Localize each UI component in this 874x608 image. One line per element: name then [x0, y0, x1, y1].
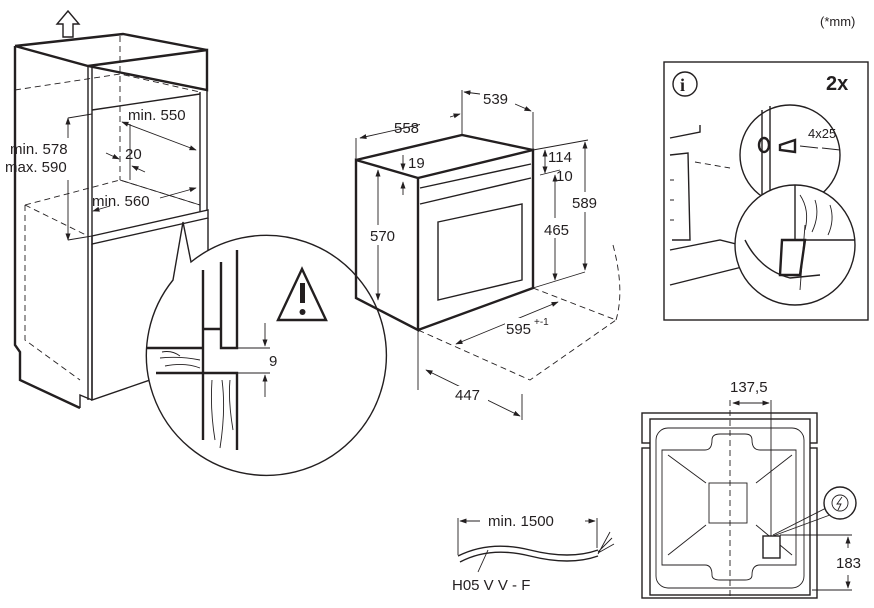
oven-view: 558 539 19 114 10 570 465 589 595 +-1 44…: [354, 88, 621, 420]
warning-triangle-icon: [276, 266, 328, 322]
door-swing-label: 447: [455, 387, 480, 404]
rear-view: 137,5 183: [641, 379, 861, 600]
cable: min. 1500 H05 V V - F: [452, 513, 615, 594]
screw-size-label: 4x25: [808, 126, 836, 141]
top-panel-label: 19: [408, 155, 425, 172]
cavity-height-label: 465: [544, 222, 569, 239]
min-depth-label: min. 550: [128, 107, 186, 124]
cable-length-label: min. 1500: [488, 513, 554, 530]
detail-circle: 9: [145, 221, 388, 477]
fixing-panel: i 2x 4x25: [663, 61, 869, 321]
svg-text:i: i: [680, 75, 685, 95]
width-label: 595: [506, 321, 531, 338]
quantity-label: 2x: [826, 73, 848, 95]
depth-total-label: 558: [394, 120, 419, 137]
vent-gap-label: 20: [125, 146, 142, 163]
min-height-label: min. 578: [10, 141, 68, 158]
cable-type-label: H05 V V - F: [452, 577, 530, 594]
offset-x-label: 137,5: [730, 379, 768, 396]
units-note: (*mm): [820, 14, 855, 29]
width-tolerance-label: +-1: [534, 317, 549, 328]
body-height-label: 570: [370, 228, 395, 245]
panel-gap-label: 10: [556, 168, 573, 185]
min-width-label: min. 560: [92, 193, 150, 210]
gap-label: 9: [269, 353, 277, 370]
panel-height-label: 114: [548, 149, 572, 166]
front-height-label: 589: [572, 195, 597, 212]
depth-body-label: 539: [483, 91, 508, 108]
info-icon: i: [672, 71, 698, 97]
arrow-up-icon: [55, 9, 81, 38]
max-height-label: max. 590: [5, 159, 67, 176]
offset-y-label: 183: [836, 555, 861, 572]
lightning-icon: [823, 486, 857, 520]
